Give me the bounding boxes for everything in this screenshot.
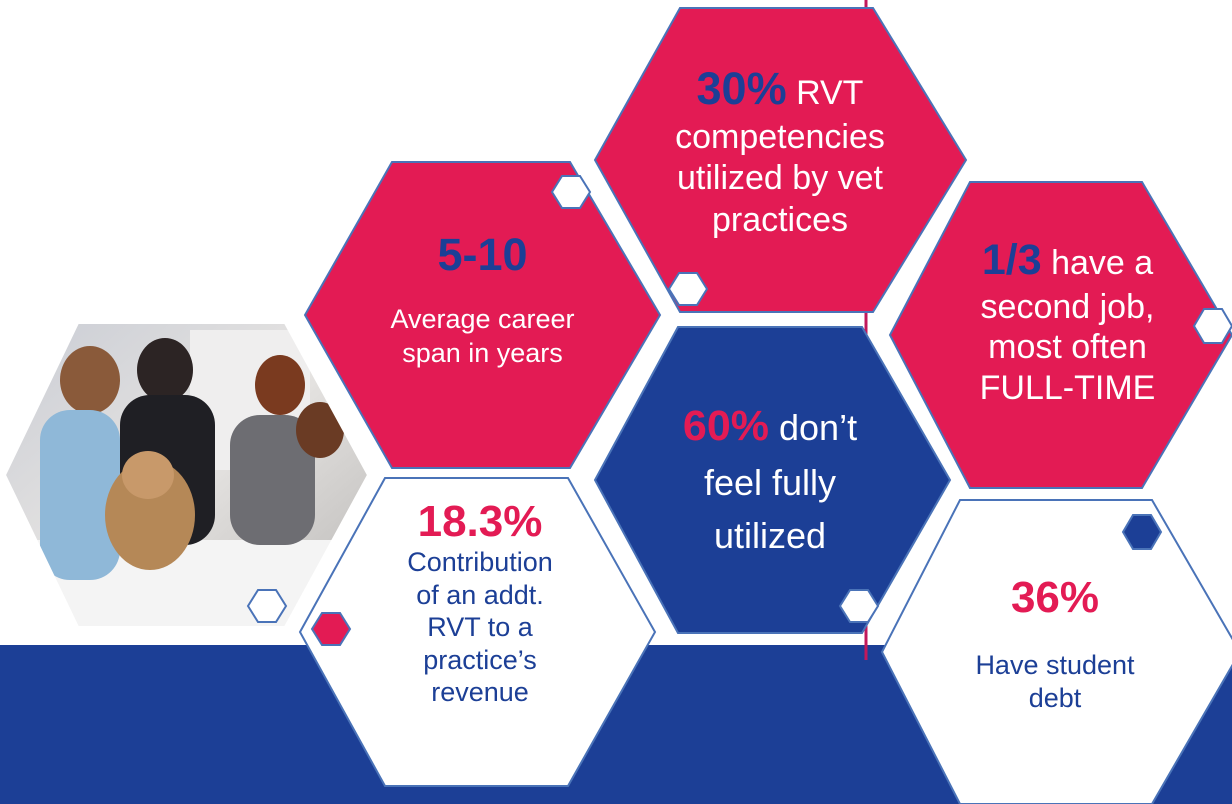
stat-label: second job, (980, 287, 1155, 326)
stat-value: 1/3 (981, 236, 1042, 284)
small-hex-decoration (667, 272, 709, 306)
stat-label: Have student (975, 649, 1135, 680)
photo-hex-border (3, 322, 370, 628)
stat-label: utilized by vet (677, 159, 883, 198)
stat-label: debt (1028, 683, 1082, 714)
stat-label: don’t (779, 407, 858, 448)
stat-career-span: 5-10 Average career span in years (330, 229, 635, 370)
stat-label: have a (1051, 244, 1154, 282)
stat-hex-rvt-competencies (593, 7, 968, 313)
stat-hex-utilized (593, 326, 952, 634)
stat-hex-second-job (888, 181, 1232, 489)
stat-label: practices (711, 200, 849, 239)
stat-label: utilized (713, 514, 827, 556)
stat-value: 5-10 (437, 229, 528, 280)
stat-label: RVT (796, 74, 864, 112)
stat-utilized: 60% don’t feel fully utilized (615, 395, 925, 562)
stat-value: 36% (1010, 573, 1100, 622)
stat-label: revenue (431, 676, 529, 707)
small-hex-decoration (1121, 514, 1163, 550)
stat-label: competencies (675, 117, 885, 156)
stat-rvt-competencies: 30% RVT competencies utilized by vet pra… (615, 62, 945, 241)
stat-value: 30% (696, 63, 787, 114)
stat-label: RVT to a (427, 612, 533, 643)
stat-hex-career-span (303, 161, 662, 469)
stat-value: 18.3% (417, 497, 543, 546)
small-hex-decoration (1192, 308, 1232, 344)
small-hex-decoration (550, 175, 592, 209)
stat-value: 60% (682, 402, 769, 450)
stat-hex-student-debt (880, 499, 1232, 804)
small-hex-decoration (310, 612, 352, 646)
vet-team-photo (5, 323, 368, 627)
stat-label: practice’s (423, 644, 537, 675)
stat-label: most often (988, 328, 1147, 367)
stat-second-job: 1/3 have a second job, most often FULL-T… (920, 235, 1215, 409)
stat-label: FULL-TIME (979, 369, 1156, 408)
stat-revenue: 18.3% Contribution of an addt. RVT to a … (330, 497, 630, 708)
stat-student-debt: 36% Have student debt (915, 573, 1195, 716)
small-hex-decoration (246, 589, 288, 623)
stat-label: of an addt. (416, 579, 544, 610)
stat-label: Average career (390, 303, 575, 334)
small-hex-decoration (838, 589, 880, 623)
stat-label: feel fully (703, 462, 837, 504)
stat-label: Contribution (407, 547, 553, 578)
stat-label: span in years (402, 337, 563, 368)
stat-hex-revenue (298, 477, 657, 787)
